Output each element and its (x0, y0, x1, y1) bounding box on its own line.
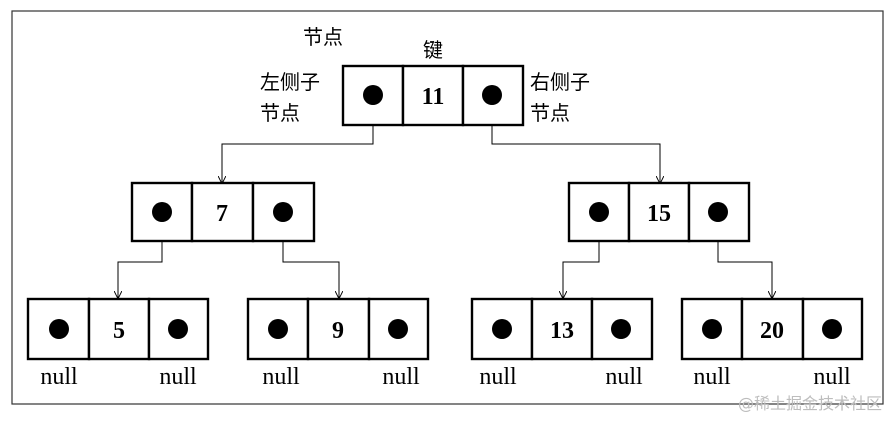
tree-node-7: 7 (130, 181, 316, 243)
left-pointer-dot (702, 319, 722, 339)
right-pointer-dot (611, 319, 631, 339)
null-label: null (693, 364, 731, 390)
node-key: 5 (113, 318, 125, 344)
right-pointer-dot (708, 202, 728, 222)
annotation-labels: 节点 键 左侧子 节点 右侧子 节点 (260, 25, 590, 125)
tree-node-11: 11 (341, 64, 525, 127)
node-key: 7 (216, 201, 228, 227)
right-pointer-dot (273, 202, 293, 222)
tree-node-15: 15 (567, 181, 751, 243)
null-label: null (40, 364, 78, 390)
left-pointer-dot (268, 319, 288, 339)
tree-node-5: 5 (26, 297, 210, 361)
null-label: null (605, 364, 643, 390)
right-pointer-cell (590, 297, 654, 361)
node-key: 13 (550, 318, 574, 344)
left-pointer-dot (152, 202, 172, 222)
right-child-label-line1: 右侧子 (530, 70, 590, 94)
tree-node-13: 13 (470, 297, 654, 361)
right-pointer-dot (388, 319, 408, 339)
null-labels: null null null null null null null null (40, 364, 851, 390)
node-key: 11 (422, 84, 445, 110)
null-label: null (382, 364, 420, 390)
right-pointer-dot (822, 319, 842, 339)
key-cell (87, 297, 151, 361)
left-pointer-dot (363, 85, 383, 105)
null-label: null (813, 364, 851, 390)
key-label: 键 (423, 38, 443, 62)
key-cell (190, 181, 255, 243)
left-pointer-dot (492, 319, 512, 339)
left-pointer-dot (49, 319, 69, 339)
left-child-label-line1: 左侧子 (260, 70, 320, 94)
null-label: null (479, 364, 517, 390)
null-label: null (159, 364, 197, 390)
key-cell (627, 181, 691, 243)
key-cell (530, 297, 594, 361)
node-key: 9 (332, 318, 344, 344)
left-child-label-line2: 节点 (260, 101, 300, 125)
node-key: 20 (760, 318, 784, 344)
tree-node-20: 20 (680, 297, 864, 361)
node-label: 节点 (303, 25, 343, 49)
tree-node-9: 9 (246, 297, 430, 361)
node-key: 15 (647, 201, 671, 227)
null-label: null (262, 364, 300, 390)
left-pointer-dot (589, 202, 609, 222)
right-child-label-line2: 节点 (530, 101, 570, 125)
watermark: @稀土掘金技术社区 (738, 394, 882, 413)
right-pointer-dot (168, 319, 188, 339)
right-pointer-dot (482, 85, 502, 105)
